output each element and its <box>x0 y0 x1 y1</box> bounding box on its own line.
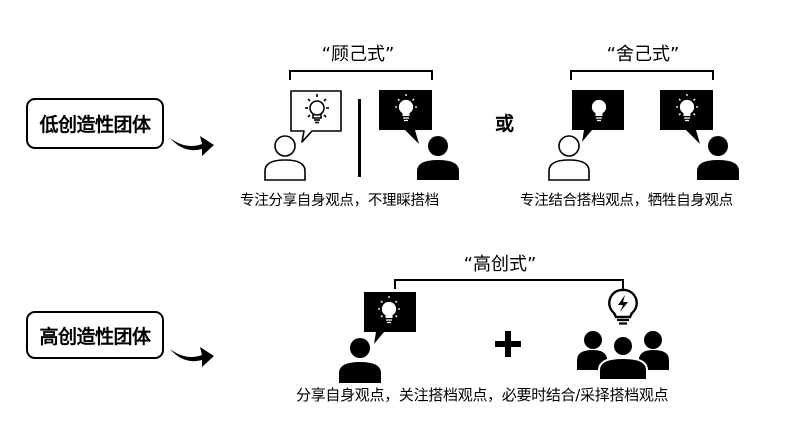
caption-self-sacrificing: 专注结合搭档观点，牺牲自身观点 <box>520 193 733 209</box>
bracket-self-sacrificing <box>570 70 714 80</box>
low-creativity-group-label: 低创造性团体 <box>26 98 164 149</box>
caption-self-focused: 专注分享自身观点，不理睬搭档 <box>240 193 439 209</box>
low-creativity-group-text: 低创造性团体 <box>39 114 151 136</box>
caption-high-creative: 分享自身观点，关注搭档观点，必要时结合/采择搭档观点 <box>296 386 669 404</box>
person-filled-icon <box>417 136 459 180</box>
lightbulb-icon <box>591 99 607 122</box>
curved-arrow-right-icon <box>170 136 214 156</box>
group-with-lightbulb-icon <box>577 288 669 381</box>
lightbulb-icon <box>395 94 417 122</box>
lightbulb-icon <box>676 94 698 122</box>
bracket-self-focused <box>289 70 433 80</box>
or-connector: 或 <box>495 113 515 135</box>
speech-bubble-filled <box>572 90 624 142</box>
person-outline-icon <box>548 135 590 181</box>
speech-bubble-filled <box>379 90 432 144</box>
person-outline-icon <box>264 135 306 181</box>
plus-icon <box>495 331 521 357</box>
speech-bubble-outline <box>290 90 342 143</box>
speech-bubble-filled <box>364 292 416 344</box>
lightbulb-icon <box>378 296 400 324</box>
high-creativity-group-text: 高创造性团体 <box>39 325 151 348</box>
person-filled-icon <box>339 338 381 383</box>
person-filled-icon <box>697 136 739 180</box>
lightning-bulb-icon <box>608 288 638 325</box>
bracket-high-creative <box>394 279 624 289</box>
curved-arrow-right-icon <box>170 347 214 367</box>
speech-bubble-filled <box>660 90 713 144</box>
mode-title-self-sacrificing: “舍己式” <box>606 44 680 65</box>
group-icon <box>577 331 669 381</box>
mode-title-high-creative: “高创式” <box>463 254 537 275</box>
separator-line <box>358 99 361 177</box>
high-creativity-group-label: 高创造性团体 <box>26 311 164 359</box>
mode-title-self-focused: “顾己式” <box>321 44 395 65</box>
lightbulb-icon <box>305 94 329 124</box>
